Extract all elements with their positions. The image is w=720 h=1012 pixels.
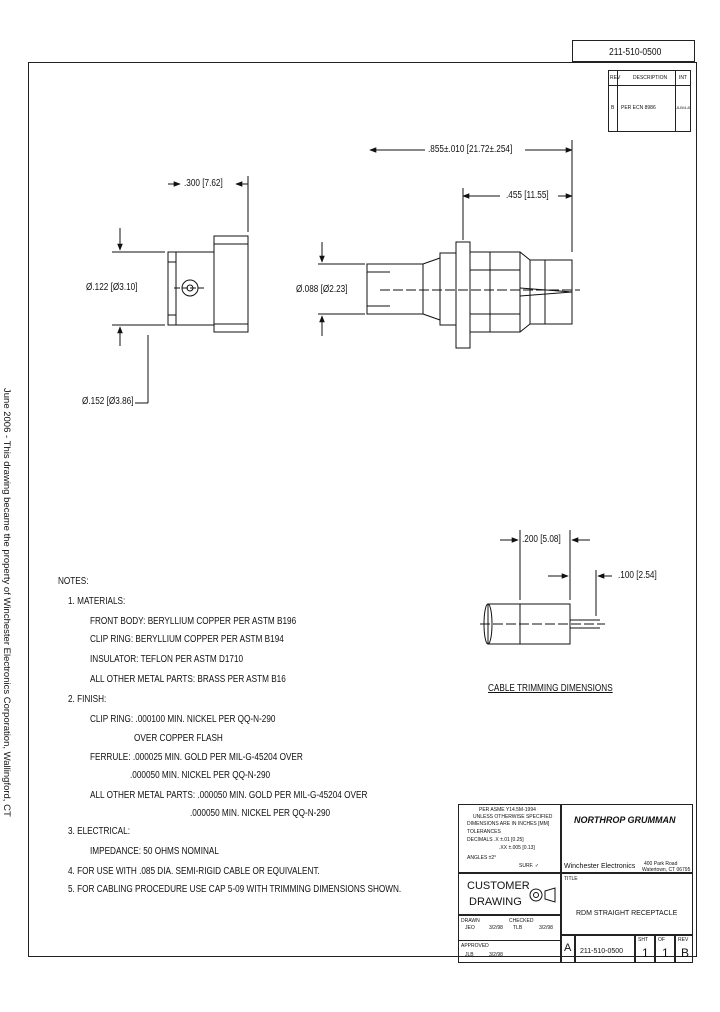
note-line: INSULATOR: TEFLON PER ASTM D1710 bbox=[90, 654, 244, 665]
notes-heading: NOTES: bbox=[58, 576, 89, 587]
dim-body-to-end: .455 [11.55] bbox=[506, 190, 549, 201]
drawing-number: 211-510-0500 bbox=[609, 47, 662, 58]
checked-by: TLB bbox=[513, 925, 523, 931]
dwg-no-box: 211-510-0500 bbox=[575, 935, 635, 963]
dwg-no: 211-510-0500 bbox=[580, 948, 624, 955]
drawn-label: DRAWN bbox=[461, 918, 480, 924]
tolerance-box: PER ASME Y14.5M-1994 UNLESS OTHERWISE SP… bbox=[458, 804, 561, 873]
note-line: 5. FOR CABLING PROCEDURE USE CAP 5-09 WI… bbox=[68, 884, 402, 895]
drawn-date: 3/2/98 bbox=[489, 925, 503, 931]
note-line: CLIP RING: .000100 MIN. NICKEL PER QQ-N-… bbox=[90, 714, 276, 725]
dim-clip-dia: Ø.152 [Ø3.86] bbox=[82, 396, 134, 407]
tolerance-line: UNLESS OTHERWISE SPECIFIED bbox=[473, 814, 553, 820]
note-line: 2. FINISH: bbox=[68, 694, 107, 705]
rev-box: REV B bbox=[675, 935, 693, 963]
customer-drawing-box: CUSTOMER DRAWING bbox=[458, 873, 561, 915]
note-line: 3. ELECTRICAL: bbox=[68, 826, 130, 837]
description-header: DESCRIPTION bbox=[633, 75, 668, 81]
tolerance-line: DECIMALS .X ±.01 [0.25] bbox=[467, 837, 524, 843]
note-line: ALL OTHER METAL PARTS: BRASS PER ASTM B1… bbox=[90, 674, 286, 685]
sheet-number: 1 bbox=[642, 946, 649, 960]
customer-drawing-line-1: CUSTOMER bbox=[467, 880, 530, 892]
checked-label: CHECKED bbox=[509, 918, 534, 924]
dim-ferrule-dia: Ø.088 [Ø2.23] bbox=[296, 284, 348, 295]
notes-section: NOTES: 1. MATERIALS: FRONT BODY: BERYLLI… bbox=[58, 576, 438, 906]
rev-initials: JLB/4-8 bbox=[676, 105, 690, 110]
drawing-title: RDM STRAIGHT RECEPTACLE bbox=[576, 910, 678, 917]
tolerance-line: SURF. ✓ bbox=[519, 863, 540, 869]
size-letter: A bbox=[564, 942, 572, 954]
rev-label: REV bbox=[678, 937, 689, 943]
division-name: Winchester Electronics bbox=[564, 863, 636, 870]
rev-header: REV bbox=[610, 75, 621, 81]
revision-block: REV DESCRIPTION INT B PER ECN 8986 JLB/4… bbox=[608, 70, 691, 132]
drawing-border bbox=[28, 62, 697, 957]
note-line: OVER COPPER FLASH bbox=[134, 733, 223, 744]
note-line: ALL OTHER METAL PARTS: .000050 MIN. GOLD… bbox=[90, 790, 368, 801]
dim-front-dia: Ø.122 [Ø3.10] bbox=[86, 282, 138, 293]
drawing-number-box: 211-510-0500 bbox=[572, 40, 695, 62]
of-box: OF 1 bbox=[655, 935, 675, 963]
rev-letter: B bbox=[611, 105, 615, 111]
cable-trim-caption: CABLE TRIMMING DIMENSIONS bbox=[488, 683, 613, 694]
address-line-1: 400 Park Road bbox=[644, 861, 678, 867]
address-line-2: Watertown, CT 06795 bbox=[642, 867, 691, 873]
checked-date: 3/2/98 bbox=[539, 925, 553, 931]
of-label: OF bbox=[658, 937, 665, 943]
sheet-label: SHT bbox=[638, 937, 648, 943]
size-box: A bbox=[561, 935, 575, 963]
dim-trim-length: .200 [5.08] bbox=[522, 534, 561, 545]
tolerance-line: .XX ±.005 [0.13] bbox=[499, 845, 535, 851]
signature-box: DRAWN JEO 3/2/98 CHECKED TLB 3/2/98 APPR… bbox=[458, 915, 561, 963]
rev-value: B bbox=[681, 946, 690, 960]
tolerance-line: ANGLES ±2° bbox=[467, 855, 497, 861]
company-name: NORTHROP GRUMMAN bbox=[574, 815, 676, 825]
dim-overall-length: .855±.010 [21.72±.254] bbox=[428, 144, 513, 155]
tolerance-line: PER ASME Y14.5M-1994 bbox=[479, 807, 536, 813]
approved-by: JLB bbox=[465, 952, 474, 958]
title-box: TITLE RDM STRAIGHT RECEPTACLE bbox=[561, 873, 693, 935]
note-line: 1. MATERIALS: bbox=[68, 596, 126, 607]
note-line: 4. FOR USE WITH .085 DIA. SEMI-RIGID CAB… bbox=[68, 866, 320, 877]
tolerance-line: DIMENSIONS ARE IN INCHES [MM] bbox=[467, 821, 550, 827]
note-line: IMPEDANCE: 50 OHMS NOMINAL bbox=[90, 846, 219, 857]
title-block: PER ASME Y14.5M-1994 UNLESS OTHERWISE SP… bbox=[458, 804, 693, 963]
note-line: FRONT BODY: BERYLLIUM COPPER PER ASTM B1… bbox=[90, 616, 297, 627]
note-line: .000050 MIN. NICKEL PER QQ-N-290 bbox=[190, 808, 331, 819]
note-line: FERRULE: .000025 MIN. GOLD PER MIL-G-452… bbox=[90, 752, 303, 763]
company-box: NORTHROP GRUMMAN Winchester Electronics … bbox=[561, 804, 693, 873]
tolerance-line: TOLERANCES bbox=[467, 829, 501, 835]
dim-pin-length: .100 [2.54] bbox=[618, 570, 657, 581]
note-line: CLIP RING: BERYLLIUM COPPER PER ASTM B19… bbox=[90, 634, 284, 645]
customer-drawing-line-2: DRAWING bbox=[469, 896, 522, 908]
initials-header: INT bbox=[679, 75, 688, 81]
rev-description: PER ECN 8986 bbox=[621, 105, 656, 111]
of-number: 1 bbox=[662, 946, 669, 960]
sheet-box: SHT 1 bbox=[635, 935, 655, 963]
dim-end-length: .300 [7.62] bbox=[184, 178, 223, 189]
title-label: TITLE bbox=[564, 876, 578, 882]
projection-symbol-icon bbox=[529, 887, 556, 903]
note-line: .000050 MIN. NICKEL PER QQ-N-290 bbox=[130, 770, 271, 781]
drawn-by: JEO bbox=[465, 925, 475, 931]
approved-date: 3/2/98 bbox=[489, 952, 503, 958]
approved-label: APPROVED bbox=[461, 943, 489, 949]
